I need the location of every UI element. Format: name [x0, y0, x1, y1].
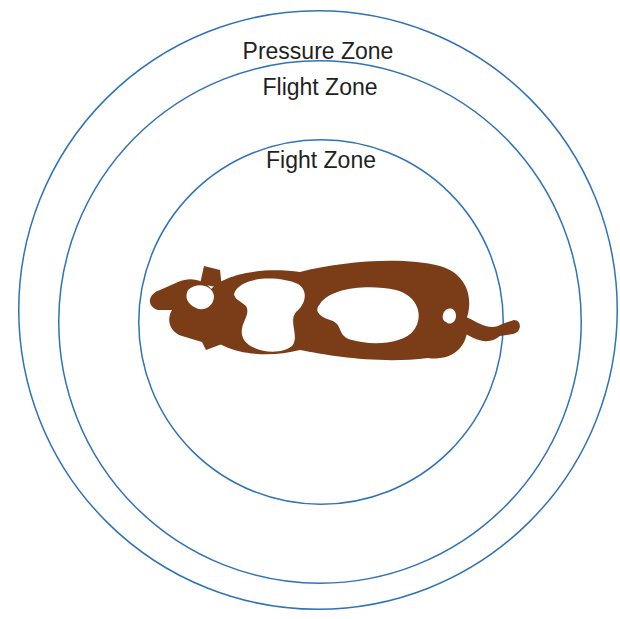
cow-body	[150, 261, 520, 360]
zone-circle: Fight Zone	[138, 139, 504, 505]
zone-label: Flight Zone	[58, 74, 582, 100]
zone-ring	[59, 61, 582, 584]
zone-ring	[19, 11, 618, 610]
zone-outline	[138, 139, 504, 505]
zone-label: Pressure Zone	[18, 38, 618, 64]
zone-circle: Fight Zone Flight Zone Pressure Zone	[18, 10, 618, 610]
zone-circle: Fight Zone Flight Zone	[58, 60, 582, 584]
cow-patches	[186, 279, 456, 352]
zone-label: Fight Zone	[138, 147, 504, 173]
zone-ring	[139, 140, 504, 505]
zone-outline	[18, 10, 618, 610]
